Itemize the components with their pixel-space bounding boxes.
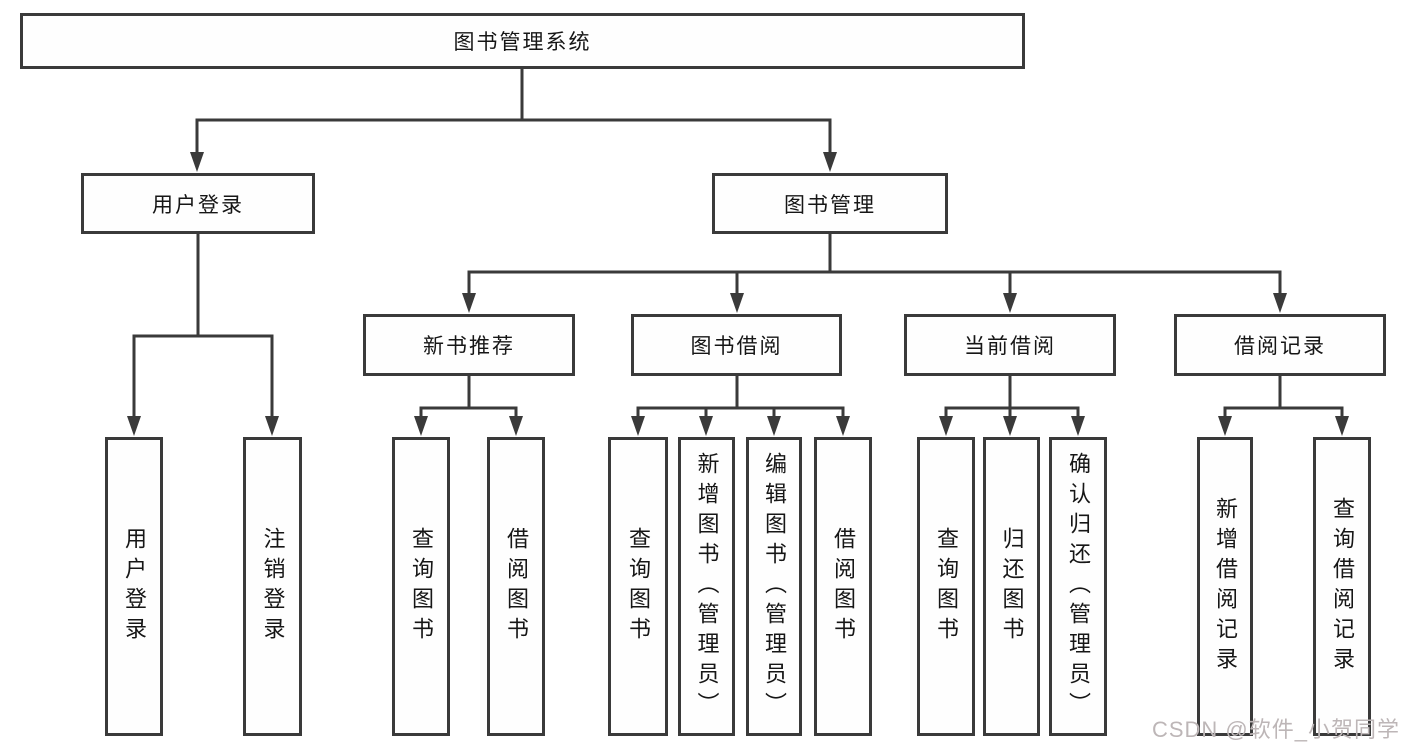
node-library-management-system: 图书管理系统	[20, 13, 1025, 69]
arrow-down-icon	[1218, 416, 1232, 436]
leaf-user-login: 用户登录	[105, 437, 163, 736]
leaf-query-borrow-record: 查询借阅记录	[1313, 437, 1371, 736]
node-label: 用户登录	[122, 526, 147, 647]
node-label: 新增图书（管理员）	[694, 451, 720, 722]
node-label: 归还图书	[999, 526, 1025, 647]
node-label: 借阅图书	[831, 526, 856, 647]
node-book-borrow: 图书借阅	[631, 314, 842, 376]
arrow-down-icon	[1273, 293, 1287, 313]
arrow-down-icon	[767, 416, 781, 436]
node-label: 查询图书	[409, 526, 434, 647]
arrow-down-icon	[127, 416, 141, 436]
wire-root-to-level2	[195, 69, 832, 158]
arrow-down-icon	[631, 416, 645, 436]
arrow-down-icon	[265, 416, 279, 436]
arrow-down-icon	[414, 416, 428, 436]
wire-borrow-records-branch	[1223, 376, 1344, 422]
node-label: 借阅图书	[504, 526, 529, 647]
node-label: 图书管理系统	[453, 31, 592, 54]
node-label: 图书管理	[784, 193, 876, 217]
node-label: 查询借阅记录	[1330, 496, 1355, 677]
node-new-book-recommend: 新书推荐	[363, 314, 575, 376]
node-label: 当前借阅	[964, 335, 1056, 358]
leaf-logout: 注销登录	[243, 437, 302, 736]
node-label: 查询图书	[626, 526, 651, 647]
arrow-down-icon	[462, 293, 476, 313]
node-label: 新书推荐	[423, 335, 515, 358]
arrow-down-icon	[823, 152, 837, 172]
wire-current-borrow-branch	[944, 376, 1080, 422]
node-label: 编辑图书（管理员）	[762, 451, 787, 722]
node-label: 新增借阅记录	[1213, 496, 1238, 677]
arrow-down-icon	[1003, 293, 1017, 313]
csdn-watermark: CSDN @软件_小贺同学	[1151, 717, 1400, 742]
arrow-down-icon	[939, 416, 953, 436]
leaf-query-book-borrow: 查询图书	[608, 437, 668, 736]
arrow-down-icon	[730, 293, 744, 313]
node-label: 图书借阅	[690, 335, 783, 358]
leaf-return-book: 归还图书	[983, 437, 1040, 736]
arrow-down-icon	[699, 416, 713, 436]
node-user-login: 用户登录	[81, 173, 315, 234]
arrow-down-icon	[1335, 416, 1349, 436]
node-label: 注销登录	[260, 526, 286, 647]
arrow-down-icon	[1071, 416, 1085, 436]
leaf-query-book-current: 查询图书	[917, 437, 975, 736]
leaf-add-book-admin: 新增图书（管理员）	[678, 437, 735, 736]
leaf-borrow-book-recommend: 借阅图书	[487, 437, 545, 736]
node-borrow-records: 借阅记录	[1174, 314, 1386, 376]
leaf-confirm-return-admin: 确认归还（管理员）	[1049, 437, 1107, 736]
arrow-down-icon	[190, 152, 204, 172]
wire-book-borrow-branch	[636, 376, 845, 422]
arrow-down-icon	[509, 416, 523, 436]
node-label: 查询图书	[934, 526, 959, 647]
wire-book-management-branch	[467, 234, 1282, 299]
node-current-borrow: 当前借阅	[904, 314, 1116, 376]
node-label: 用户登录	[152, 193, 244, 217]
leaf-add-borrow-record: 新增借阅记录	[1197, 437, 1253, 736]
node-label: 确认归还（管理员）	[1066, 451, 1091, 722]
wire-user-login-branch	[132, 234, 274, 422]
node-label: 借阅记录	[1234, 335, 1326, 358]
arrow-down-icon	[1003, 416, 1017, 436]
arrow-down-icon	[836, 416, 850, 436]
node-book-management: 图书管理	[712, 173, 948, 234]
wire-new-book-recommend-branch	[419, 376, 518, 422]
leaf-edit-book-admin: 编辑图书（管理员）	[746, 437, 802, 736]
leaf-borrow-book: 借阅图书	[814, 437, 872, 736]
leaf-query-book-recommend: 查询图书	[392, 437, 450, 736]
